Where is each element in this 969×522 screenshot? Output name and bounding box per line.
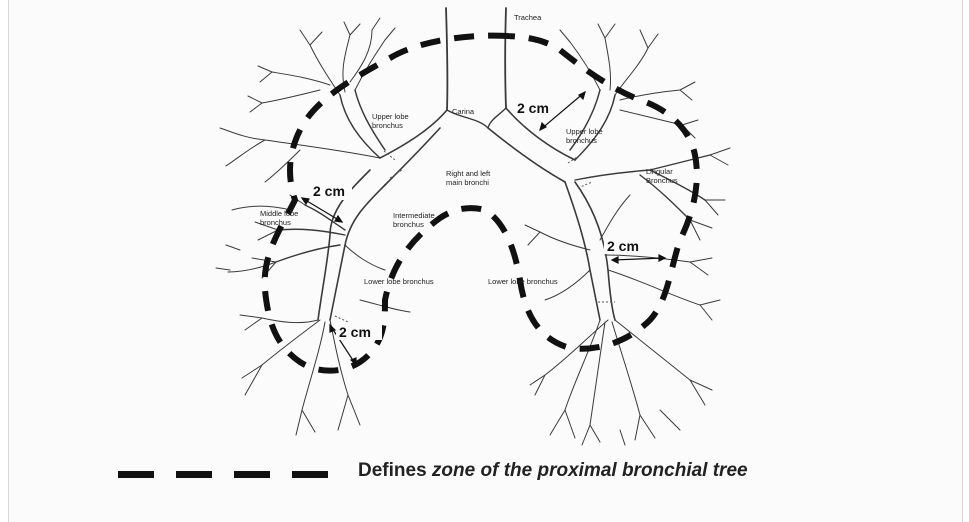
label-lower-lobe-left: Lower lobe bronchus — [364, 277, 434, 286]
left-main-bronchus — [488, 108, 575, 182]
label-middle-lobe-2: bronchus — [260, 218, 291, 227]
label-intermediate-1: Intermediate — [393, 211, 435, 220]
dimension-label-4: 2 cm — [339, 324, 371, 340]
legend-italic: zone of the proximal bronchial tree — [432, 460, 748, 481]
lingular-bronchus — [575, 155, 710, 220]
label-lingular-2: Bronchus — [646, 176, 678, 185]
label-lower-lobe-right: Lower lobe bronchus — [488, 277, 558, 286]
label-carina: Carina — [452, 107, 475, 116]
label-trachea: Trachea — [514, 13, 542, 22]
legend-dash — [118, 471, 154, 478]
trachea — [446, 8, 506, 110]
label-upper-lobe-left-1: Upper lobe — [372, 112, 409, 121]
label-lingular-1: Lingular — [646, 167, 673, 176]
label-middle-lobe-1: Middle lobe — [260, 209, 298, 218]
legend-prefix: Defines — [358, 460, 432, 481]
label-upper-lobe-right-2: bronchus — [566, 136, 597, 145]
legend-text: Defines zone of the proximal bronchial t… — [358, 460, 748, 482]
dimension-labels: 2 cm 2 cm 2 cm 2 cm — [310, 100, 650, 340]
legend-dash — [176, 471, 212, 478]
dimension-label-2: 2 cm — [313, 183, 345, 199]
legend: Defines zone of the proximal bronchial t… — [118, 458, 878, 488]
airway-tree — [216, 8, 730, 445]
label-intermediate-2: bronchus — [393, 220, 424, 229]
label-right-left-main-1: Right and left — [446, 169, 491, 178]
label-upper-lobe-left-2: bronchus — [372, 121, 403, 130]
dimension-label-3: 2 cm — [607, 238, 639, 254]
legend-dash — [234, 471, 270, 478]
dimension-label-1: 2 cm — [517, 100, 549, 116]
label-right-left-main-2: main bronchi — [446, 178, 489, 187]
legend-dash — [292, 471, 328, 478]
label-upper-lobe-right-1: Upper lobe — [566, 127, 603, 136]
left-upper-lobe-bronchus — [570, 90, 615, 160]
